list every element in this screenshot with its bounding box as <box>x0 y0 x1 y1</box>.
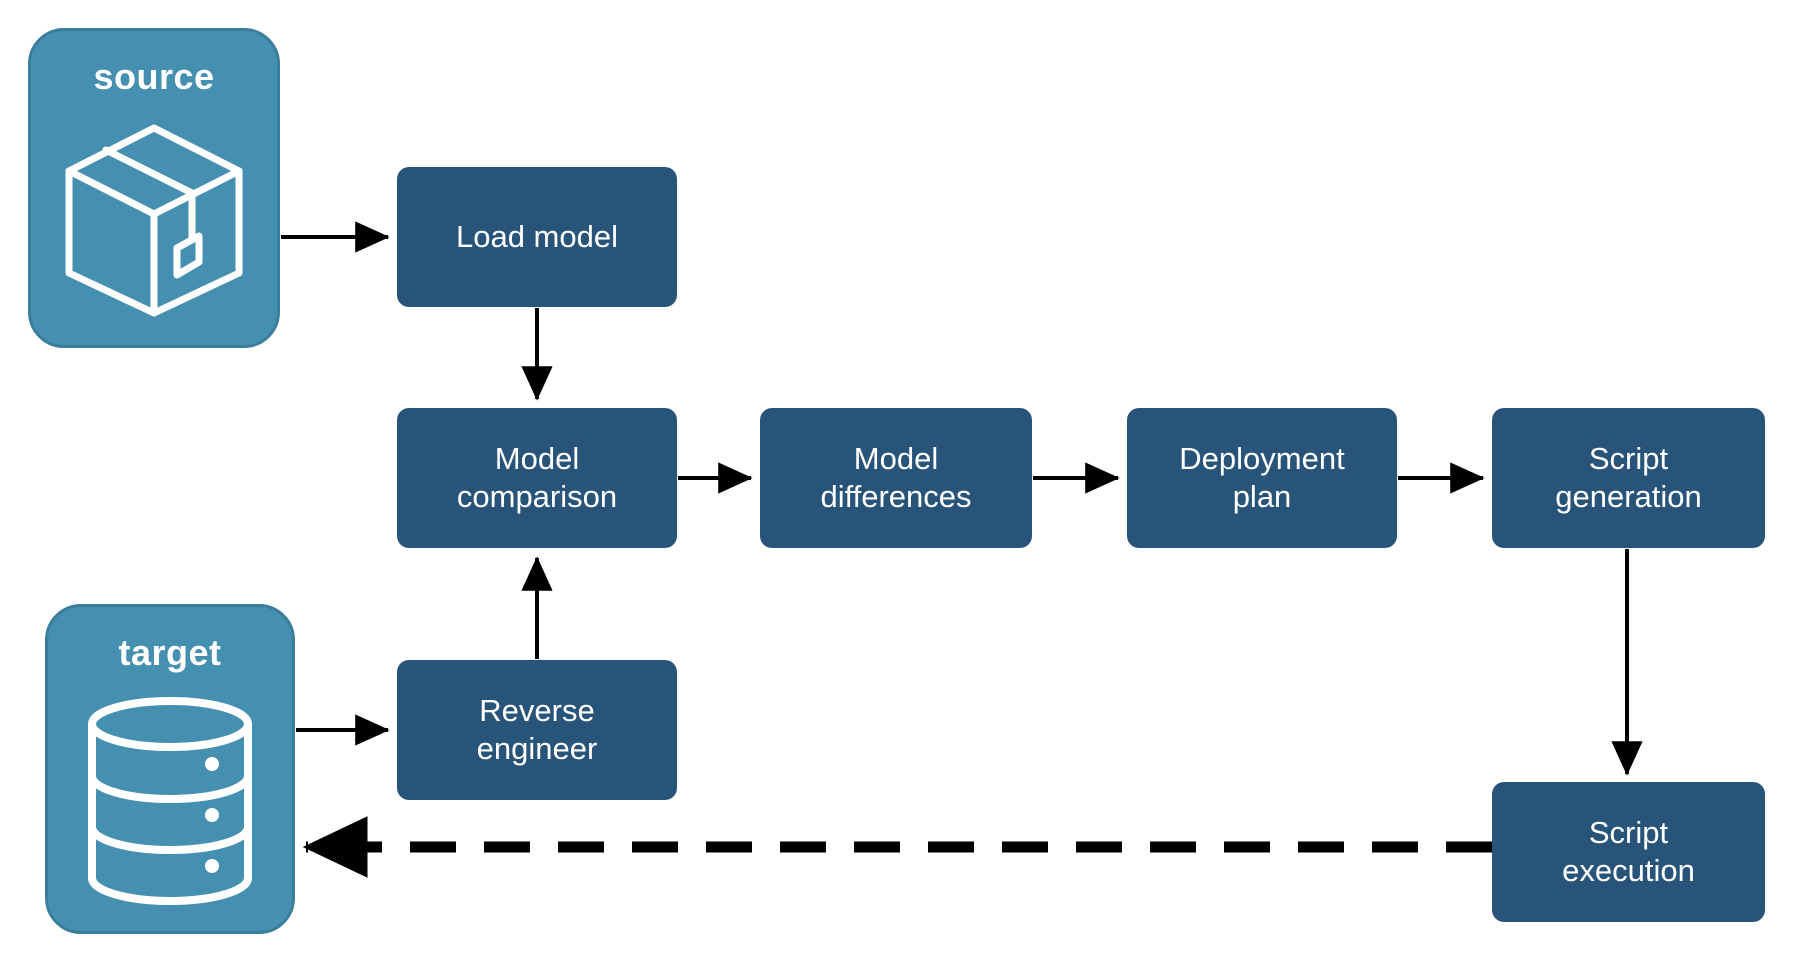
package-box-icon <box>31 95 277 345</box>
node-script-execution[interactable]: Script execution <box>1492 782 1765 922</box>
node-load-model[interactable]: Load model <box>397 167 677 307</box>
node-deployment-plan[interactable]: Deployment plan <box>1127 408 1397 548</box>
endpoint-source-label: source <box>93 56 215 97</box>
node-script-generation[interactable]: Script generation <box>1492 408 1765 548</box>
endpoint-source[interactable]: source <box>28 28 280 348</box>
node-model-differences[interactable]: Model differences <box>760 408 1032 548</box>
node-reverse-engineer[interactable]: Reverse engineer <box>397 660 677 800</box>
endpoint-target[interactable]: target <box>45 604 295 934</box>
endpoint-target-label: target <box>118 632 222 673</box>
node-model-comparison[interactable]: Model comparison <box>397 408 677 548</box>
database-cylinder-icon <box>48 671 292 931</box>
